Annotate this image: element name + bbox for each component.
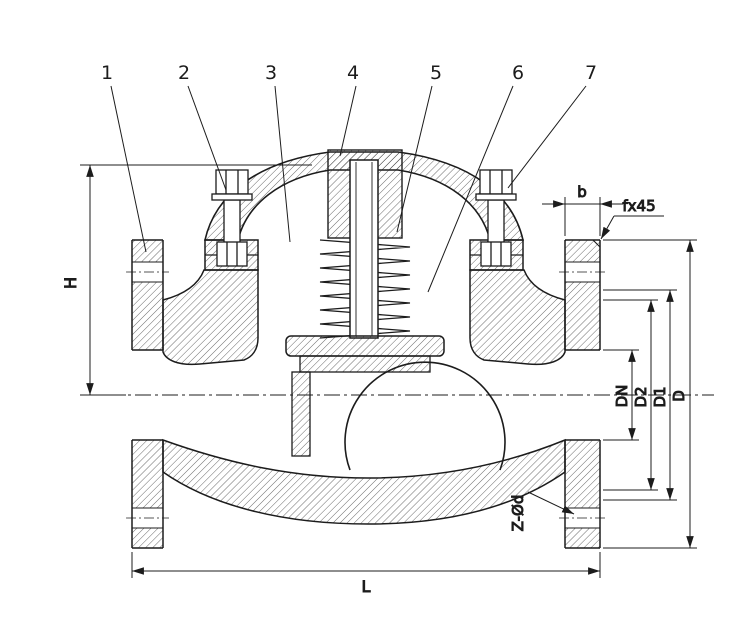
dimension-b: b — [542, 183, 623, 236]
callout-label-7: 7 — [585, 62, 597, 84]
dim-label-D2: D2 — [632, 386, 650, 407]
dimension-chamfer: fx45 — [600, 197, 664, 240]
seat-wall — [291, 371, 311, 457]
dim-label-DN: DN — [613, 385, 631, 408]
body-neck-right — [469, 269, 566, 366]
dim-label-L: L — [362, 577, 371, 596]
callout-6: 6 — [427, 62, 524, 293]
dim-label-H: H — [61, 277, 80, 289]
dimension-D1: D1 — [603, 289, 677, 501]
dim-label-b: b — [577, 183, 587, 201]
callout-4: 4 — [339, 62, 359, 157]
bolt-right — [475, 169, 517, 267]
dim-label-D1: D1 — [651, 386, 669, 407]
dim-label-D: D — [670, 390, 688, 402]
left-flange-bolt-holes — [132, 261, 163, 529]
right-flange — [564, 239, 601, 549]
callout-1: 1 — [101, 62, 147, 253]
bolt-left — [211, 169, 253, 267]
bonnet-dome-wall — [203, 151, 525, 241]
washer — [475, 193, 517, 201]
valve-stem — [349, 159, 379, 339]
dimension-D: D — [603, 239, 697, 549]
dimension-bolt-holes: Z-Ød — [509, 491, 575, 532]
callout-2: 2 — [178, 62, 227, 191]
nut — [480, 241, 512, 267]
callout-5: 5 — [396, 62, 442, 233]
disc-plate — [285, 335, 445, 357]
body-neck-left — [162, 269, 259, 366]
dimension-DN: DN — [603, 349, 639, 441]
internals — [285, 159, 445, 373]
dim-label-bolt-holes: Z-Ød — [509, 495, 527, 532]
left-flange — [131, 239, 164, 549]
callout-label-6: 6 — [512, 62, 524, 84]
bolt-head — [479, 169, 513, 195]
disc-circle-arc — [344, 361, 506, 471]
callout-label-4: 4 — [347, 62, 359, 84]
callout-label-2: 2 — [178, 62, 190, 84]
callouts: 1 2 3 4 5 6 7 — [101, 62, 597, 293]
callout-7: 7 — [507, 62, 597, 189]
nut — [216, 241, 248, 267]
dimension-D2: D2 — [603, 299, 658, 491]
bolt-head — [215, 169, 249, 195]
callout-label-1: 1 — [101, 62, 113, 84]
dimension-L: L — [131, 552, 601, 597]
callout-label-5: 5 — [430, 62, 442, 84]
callout-3: 3 — [265, 62, 291, 243]
callout-label-3: 3 — [265, 62, 277, 84]
disc-body — [299, 355, 431, 373]
dimension-H: H — [61, 164, 312, 396]
dim-label-chamfer: fx45 — [622, 197, 655, 215]
centerlines — [108, 271, 714, 519]
valve-body — [162, 269, 566, 525]
washer — [211, 193, 253, 201]
flange-chamfer — [592, 239, 601, 248]
